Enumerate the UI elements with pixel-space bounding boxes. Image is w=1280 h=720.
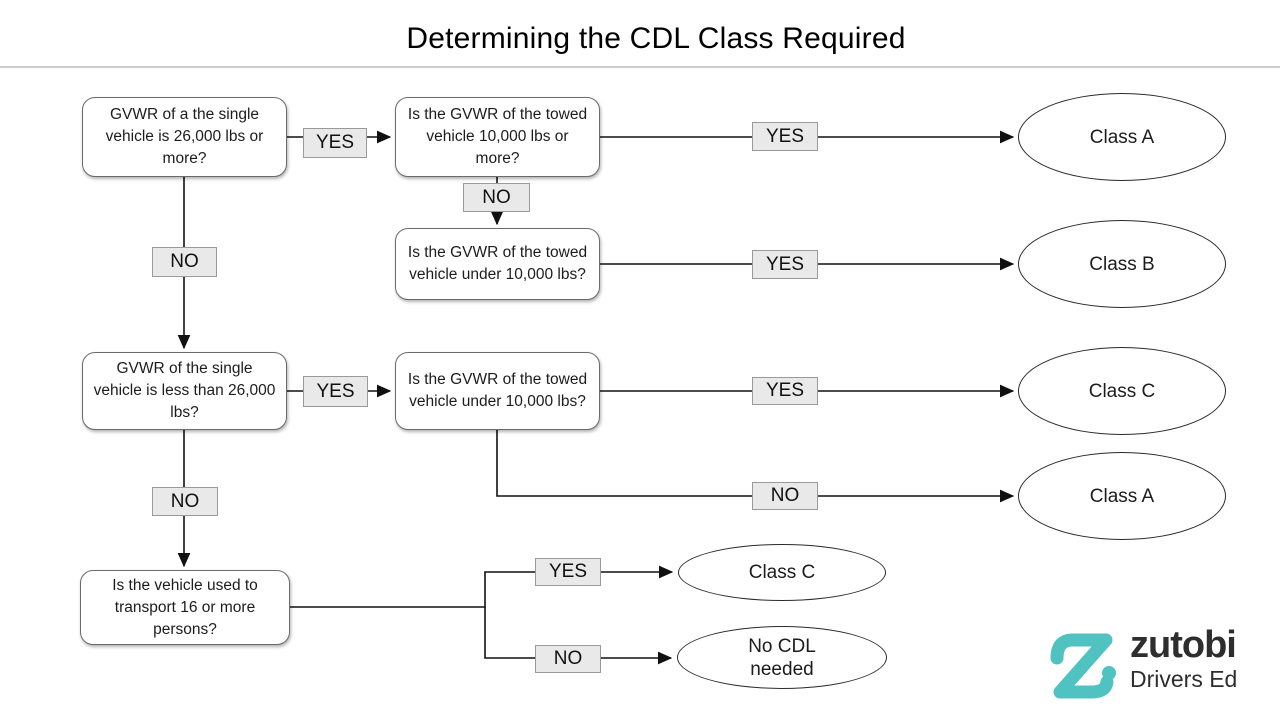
page-title: Determining the CDL Class Required	[406, 22, 906, 55]
decision-text: Is the GVWR of the towed vehicle under 1…	[407, 244, 588, 283]
outcome-text: Class A	[1089, 485, 1155, 507]
outcome-class-a-top: Class A	[1018, 93, 1226, 181]
label-yes-d6-to-class-c: YES	[535, 558, 601, 586]
decision-box-transport-16-persons: Is the vehicle used to transport 16 or m…	[80, 570, 290, 645]
label-yes-d5-to-class-c: YES	[752, 377, 818, 405]
decision-text: Is the vehicle used to transport 16 or m…	[112, 576, 258, 638]
decision-text: GVWR of the single vehicle is less than …	[93, 360, 276, 421]
decision-text: Is the GVWR of the towed vehicle 10,000 …	[407, 106, 588, 167]
decision-box-towed-10k-or-more: Is the GVWR of the towed vehicle 10,000 …	[395, 97, 600, 177]
decision-box-towed-under-10k-mid: Is the GVWR of the towed vehicle under 1…	[395, 352, 600, 430]
outcome-text: No CDL needed	[748, 635, 816, 680]
zutobi-logo-subtext: Drivers Ed	[1130, 666, 1238, 692]
decision-text: GVWR of a the single vehicle is 26,000 l…	[105, 106, 264, 167]
zutobi-logo-text: zutobi Drivers Ed	[1130, 625, 1237, 692]
title-divider	[0, 66, 1280, 68]
label-yes-d4-to-d5: YES	[303, 376, 368, 407]
label-no-d2-to-d3: NO	[463, 183, 530, 212]
decision-box-single-26k-or-more: GVWR of a the single vehicle is 26,000 l…	[82, 97, 287, 177]
outcome-text: Class B	[1089, 253, 1155, 275]
outcome-class-b: Class B	[1018, 220, 1226, 308]
label-no-d6-to-no-cdl: NO	[535, 645, 601, 673]
label-yes-d3-to-class-b: YES	[752, 250, 818, 279]
outcome-text: Class C	[1088, 380, 1156, 402]
label-no-d5-to-class-a: NO	[752, 482, 818, 510]
outcome-text: Class C	[748, 562, 816, 583]
decision-text: Is the GVWR of the towed vehicle under 1…	[407, 371, 588, 410]
decision-box-single-less-26k: GVWR of the single vehicle is less than …	[82, 352, 287, 430]
label-yes-d2-to-class-a: YES	[752, 122, 818, 151]
zutobi-z-icon	[1050, 633, 1116, 699]
label-no-d4-to-d6: NO	[152, 487, 218, 516]
zutobi-logo: zutobi Drivers Ed	[1040, 625, 1270, 715]
label-yes-d1-to-d2: YES	[303, 128, 367, 158]
zutobi-logo-name: zutobi	[1130, 624, 1237, 666]
label-no-d1-to-d4: NO	[152, 247, 217, 277]
outcome-text: Class A	[1089, 126, 1155, 148]
decision-box-towed-under-10k-top: Is the GVWR of the towed vehicle under 1…	[395, 228, 600, 300]
outcome-class-a-mid: Class A	[1018, 452, 1226, 540]
outcome-class-c-bottom: Class C	[678, 544, 886, 601]
outcome-class-c-mid: Class C	[1018, 347, 1226, 435]
outcome-no-cdl-needed: No CDL needed	[677, 626, 887, 689]
